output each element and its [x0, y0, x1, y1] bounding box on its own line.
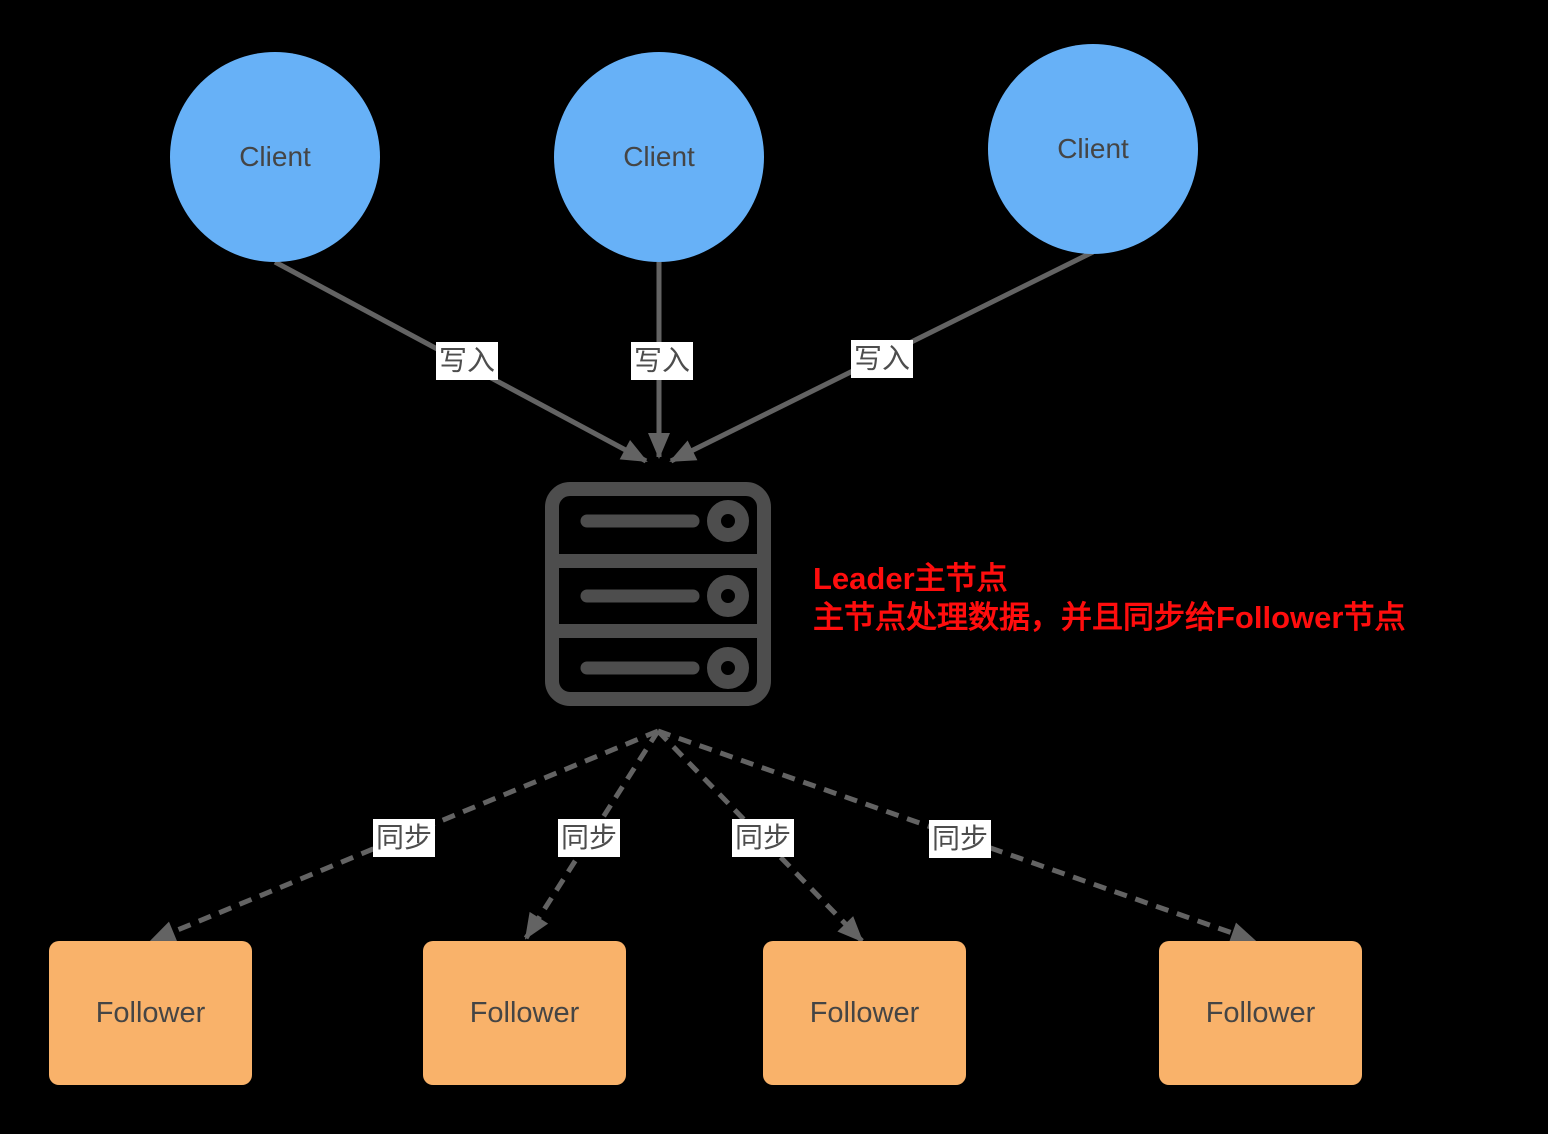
leader-annotation-line2: 主节点处理数据，并且同步给Follower节点 — [813, 600, 1406, 635]
follower-node-4: Follower — [1159, 941, 1362, 1085]
write-edge-label-2: 写入 — [631, 342, 694, 380]
follower-label: Follower — [1205, 996, 1316, 1029]
follower-label: Follower — [469, 996, 580, 1029]
client-node-3: Client — [988, 44, 1198, 254]
sync-edge-label-3: 同步 — [732, 819, 795, 857]
client-label: Client — [239, 141, 311, 172]
follower-node-1: Follower — [49, 941, 252, 1085]
follower-node-2: Follower — [423, 941, 626, 1085]
leader-annotation: Leader主节点 主节点处理数据，并且同步给Follower节点 — [813, 559, 1405, 637]
leader-annotation-line1: Leader主节点 — [813, 561, 1008, 596]
follower-label: Follower — [809, 996, 920, 1029]
follower-node-3: Follower — [763, 941, 966, 1085]
client-node-2: Client — [554, 52, 764, 262]
write-edge-label-1: 写入 — [436, 342, 499, 380]
leader-server-node — [543, 480, 773, 708]
server-rack-icon — [545, 482, 771, 706]
write-edge-label-3: 写入 — [851, 340, 914, 378]
client-label: Client — [1057, 133, 1129, 164]
sync-edge-label-4: 同步 — [929, 820, 992, 858]
sync-edge-label-1: 同步 — [373, 819, 436, 857]
follower-label: Follower — [95, 996, 206, 1029]
client-node-1: Client — [170, 52, 380, 262]
sync-arrow-3 — [656, 729, 864, 943]
client-label: Client — [623, 141, 695, 172]
sync-edge-label-2: 同步 — [558, 819, 621, 857]
